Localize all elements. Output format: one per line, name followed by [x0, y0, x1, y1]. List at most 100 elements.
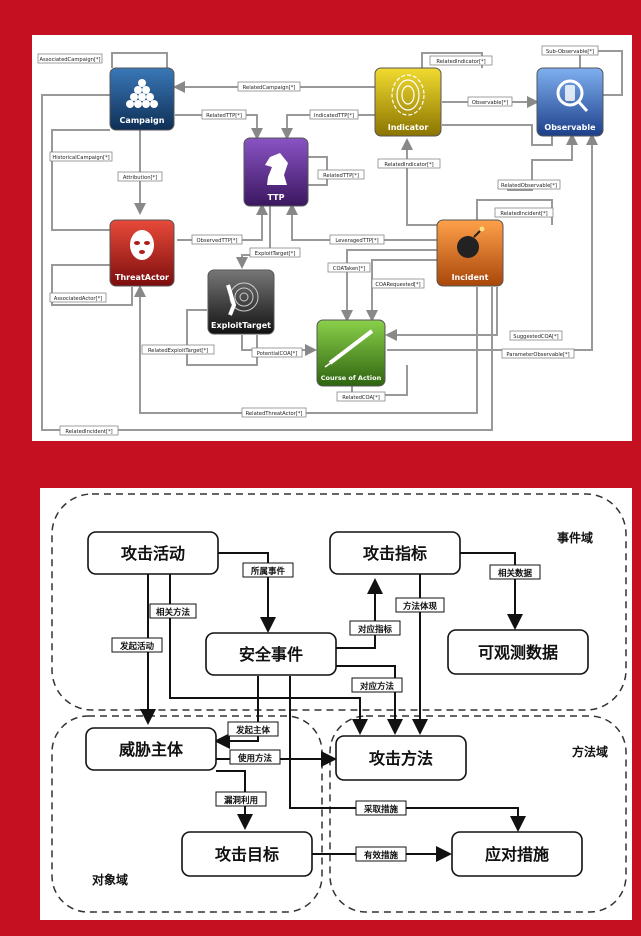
- node-ttp: TTP: [243, 137, 309, 207]
- node-observable-data: 可观测数据: [447, 629, 589, 675]
- edge-associated-actor: AssociatedActor[*]: [49, 292, 107, 303]
- edge-potential-coa: PotentialCOA[*]: [251, 347, 303, 358]
- node-incident: Incident: [436, 219, 504, 287]
- svg-text:LeveragedTTP[*]: LeveragedTTP[*]: [335, 238, 378, 244]
- edge-parameter-observable: ParameterObservable[*]: [501, 348, 575, 359]
- svg-text:RelatedTTP[*]: RelatedTTP[*]: [323, 173, 359, 179]
- edge-leveraged-ttp: LeveragedTTP[*]: [329, 234, 385, 245]
- node-threat-actor-zh-label: 威胁主体: [119, 740, 184, 759]
- node-security-event-label: 安全事件: [239, 645, 303, 664]
- svg-text:RelatedObservable[*]: RelatedObservable[*]: [501, 183, 557, 189]
- chinese-diagram-panel: 事件域 方法域 对象域 攻击活动 攻击指标: [40, 488, 632, 920]
- edge-related-indicator-top: RelatedIndicator[*]: [429, 55, 493, 66]
- edge-corresponding-indicator: 对应指标: [349, 620, 401, 636]
- chinese-connectors: [140, 552, 526, 862]
- svg-text:使用方法: 使用方法: [237, 753, 273, 764]
- campaign-icon: [126, 79, 158, 108]
- svg-text:RelatedTTP[*]: RelatedTTP[*]: [206, 113, 242, 119]
- svg-text:COATaken[*]: COATaken[*]: [333, 266, 365, 272]
- edge-suggested-coa: SuggestedCOA[*]: [509, 330, 563, 341]
- node-observable-data-label: 可观测数据: [478, 643, 558, 662]
- event-domain-label: 事件域: [557, 530, 593, 545]
- svg-text:PotentialCOA[*]: PotentialCOA[*]: [257, 351, 298, 357]
- chinese-diagram: 事件域 方法域 对象域 攻击活动 攻击指标: [51, 493, 627, 913]
- edge-sub-observable: Sub-Observable[*]: [541, 45, 599, 56]
- node-exploit-target-label: ExploitTarget: [211, 321, 271, 330]
- node-campaign-label: Campaign: [120, 116, 165, 125]
- edge-coa-taken: COATaken[*]: [327, 262, 371, 273]
- svg-text:ExploitTarget[*]: ExploitTarget[*]: [255, 251, 295, 257]
- edge-related-incident-right: RelatedIncident[*]: [494, 207, 554, 218]
- svg-text:RelatedCOA[*]: RelatedCOA[*]: [342, 395, 380, 401]
- svg-text:相关方法: 相关方法: [156, 607, 191, 618]
- edge-related-ttp-right: RelatedTTP[*]: [317, 169, 365, 180]
- edge-associated-campaign: AssociatedCampaign[*]: [37, 53, 103, 64]
- node-campaign: Campaign: [109, 67, 175, 131]
- svg-text:Attribution[*]: Attribution[*]: [123, 175, 157, 181]
- node-course-of-action: Course of Action: [316, 319, 386, 387]
- edge-related-method: 相关方法: [149, 603, 197, 619]
- syringe-icon: [324, 329, 374, 368]
- svg-text:RelatedIndicator[*]: RelatedIndicator[*]: [436, 59, 485, 65]
- node-attack-indicator: 攻击指标: [329, 531, 461, 575]
- node-countermeasure-label: 应对措施: [485, 845, 549, 864]
- magnifier-icon: [556, 79, 589, 113]
- edge-method-manifest: 方法体现: [395, 597, 445, 613]
- edge-coa-requested: COARequested[*]: [371, 278, 425, 289]
- stix-diagram: Campaign Indicator Observable TTP Threat: [37, 45, 623, 436]
- node-attack-target: 攻击目标: [181, 831, 313, 877]
- svg-text:RelatedIncident[*]: RelatedIncident[*]: [500, 211, 547, 217]
- node-observable-label: Observable: [544, 123, 596, 132]
- svg-text:AssociatedCampaign[*]: AssociatedCampaign[*]: [39, 57, 100, 63]
- node-observable: Observable: [536, 67, 604, 137]
- edge-attribution: Attribution[*]: [117, 171, 163, 182]
- svg-text:相关数据: 相关数据: [498, 568, 533, 579]
- svg-text:对应指标: 对应指标: [358, 624, 393, 635]
- bomb-icon: [457, 226, 485, 258]
- svg-text:AssociatedActor[*]: AssociatedActor[*]: [54, 296, 102, 302]
- svg-text:Observable[*]: Observable[*]: [472, 100, 508, 106]
- svg-text:对应方法: 对应方法: [360, 681, 395, 692]
- svg-text:发起主体: 发起主体: [235, 725, 271, 736]
- edge-observed-ttp: ObservedTTP[*]: [191, 234, 243, 245]
- node-attack-campaign: 攻击活动: [87, 531, 219, 575]
- edge-related-data: 相关数据: [489, 564, 541, 580]
- chess-knight-icon: [265, 153, 288, 185]
- svg-text:ParameterObservable[*]: ParameterObservable[*]: [506, 352, 569, 358]
- edge-launch-actor: 发起主体: [227, 721, 279, 737]
- svg-text:ObservedTTP[*]: ObservedTTP[*]: [197, 238, 238, 244]
- node-threat-actor-zh: 威胁主体: [85, 727, 217, 771]
- edge-related-incident-bottom: RelatedIncident[*]: [59, 425, 119, 436]
- edge-related-threat-actor: RelatedThreatActor[*]: [241, 407, 307, 418]
- edge-exploit: 漏洞利用: [215, 791, 267, 807]
- svg-text:RelatedCampaign[*]: RelatedCampaign[*]: [243, 85, 296, 91]
- chinese-edge-labels: 所属事件 相关数据 相关方法 方法体现 发起活动 对应指标 对应方法 发起主体 …: [111, 562, 541, 862]
- edge-take-measure: 采取措施: [355, 800, 407, 816]
- edge-indicated-ttp: IndicatedTTP[*]: [309, 109, 359, 120]
- node-ttp-label: TTP: [268, 193, 285, 202]
- svg-text:RelatedExploitTarget[*]: RelatedExploitTarget[*]: [148, 348, 208, 354]
- edge-use-method: 使用方法: [229, 749, 281, 765]
- fingerprint-icon: [391, 74, 425, 116]
- node-incident-label: Incident: [452, 273, 489, 282]
- event-domain-region: [51, 493, 627, 711]
- svg-text:采取措施: 采取措施: [363, 804, 399, 815]
- edge-launch-campaign: 发起活动: [111, 637, 163, 653]
- stix-edge-labels: AssociatedCampaign[*] RelatedCampaign[*]…: [37, 45, 599, 436]
- node-countermeasure: 应对措施: [451, 831, 583, 877]
- edge-observable: Observable[*]: [467, 96, 513, 107]
- svg-text:方法体现: 方法体现: [403, 601, 438, 612]
- domain-regions: [51, 493, 627, 913]
- method-domain-region: [329, 715, 627, 913]
- edge-related-exploit-target: RelatedExploitTarget[*]: [141, 344, 215, 355]
- edge-effective-measure: 有效措施: [355, 846, 407, 862]
- edge-related-ttp-left: RelatedTTP[*]: [201, 109, 247, 120]
- node-attack-method: 攻击方法: [335, 735, 467, 781]
- edge-belongs-event: 所属事件: [242, 562, 294, 578]
- node-indicator: Indicator: [374, 67, 442, 137]
- node-threat-actor-label: ThreatActor: [115, 273, 169, 282]
- svg-text:有效措施: 有效措施: [364, 850, 399, 861]
- edge-corresponding-method: 对应方法: [351, 677, 403, 693]
- svg-text:所属事件: 所属事件: [250, 566, 286, 577]
- svg-text:IndicatedTTP[*]: IndicatedTTP[*]: [314, 113, 354, 119]
